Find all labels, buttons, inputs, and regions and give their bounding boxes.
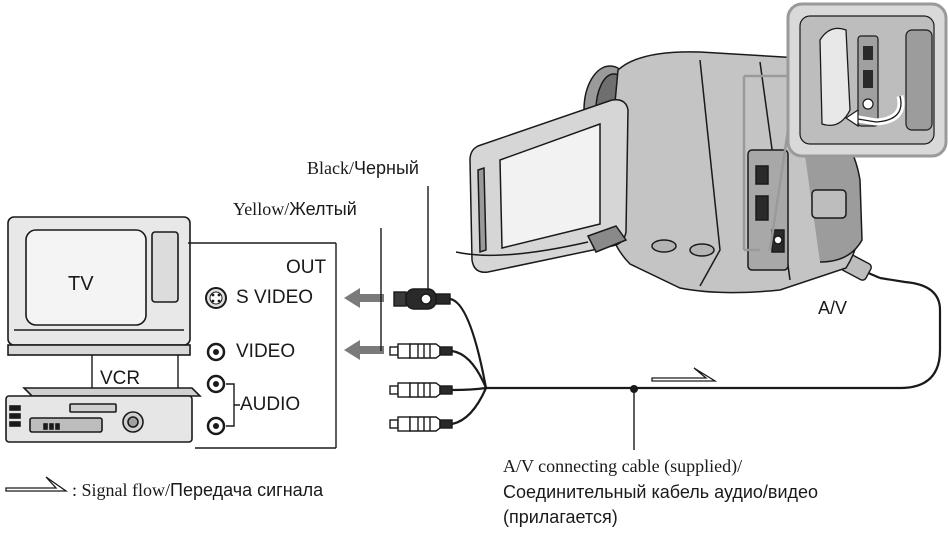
rca-plug-audio-right — [389, 416, 453, 432]
signal-flow-arrow — [651, 367, 718, 382]
av-cable — [449, 276, 942, 426]
yellow-label-en: Yellow/ — [233, 199, 290, 219]
rca-plug-video — [389, 343, 453, 359]
legend-text-ru: Передача сигнала — [170, 480, 324, 500]
rca-plug-audio-left — [389, 382, 453, 398]
audio-jack-left — [206, 374, 226, 394]
audio-label: AUDIO — [240, 394, 301, 415]
yellow-label-ru: Желтый — [289, 199, 357, 219]
black-label-ru: Черный — [354, 158, 419, 178]
detail-inset — [786, 2, 948, 158]
black-label: Black/Черный — [307, 158, 419, 179]
tv-set — [7, 216, 191, 356]
insert-arrow-s-video — [344, 288, 384, 308]
cable-label-line2: Соединительный кабель аудио/видео — [503, 482, 819, 502]
insert-arrow-video — [344, 340, 384, 360]
s-video-label: S VIDEO — [236, 287, 314, 308]
tv-label: TV — [68, 273, 94, 295]
cable-label-line3: (прилагается) — [503, 507, 618, 527]
vcr-unit — [5, 387, 202, 443]
av-label: A/V — [818, 298, 848, 318]
video-jack — [206, 342, 226, 362]
video-label: VIDEO — [236, 341, 296, 362]
cable-label-line1: A/V connecting cable (supplied)/ — [503, 456, 743, 476]
s-video-plug — [393, 288, 451, 310]
audio-jack-right — [206, 416, 226, 436]
legend-text-en: : Signal flow/ — [72, 480, 170, 500]
vcr-label: VCR — [100, 368, 141, 389]
s-video-jack — [205, 287, 227, 309]
legend-arrow-icon — [5, 476, 69, 492]
black-label-en: Black/ — [307, 158, 354, 178]
audio-bracket — [226, 383, 240, 427]
inset-callout — [742, 74, 790, 252]
yellow-label: Yellow/Желтый — [233, 199, 357, 220]
signal-flow-legend: : Signal flow/Передача сигнала — [72, 480, 323, 501]
out-label: OUT — [286, 257, 327, 278]
cable-junction-dot — [630, 385, 638, 393]
input-panel — [91, 242, 337, 449]
